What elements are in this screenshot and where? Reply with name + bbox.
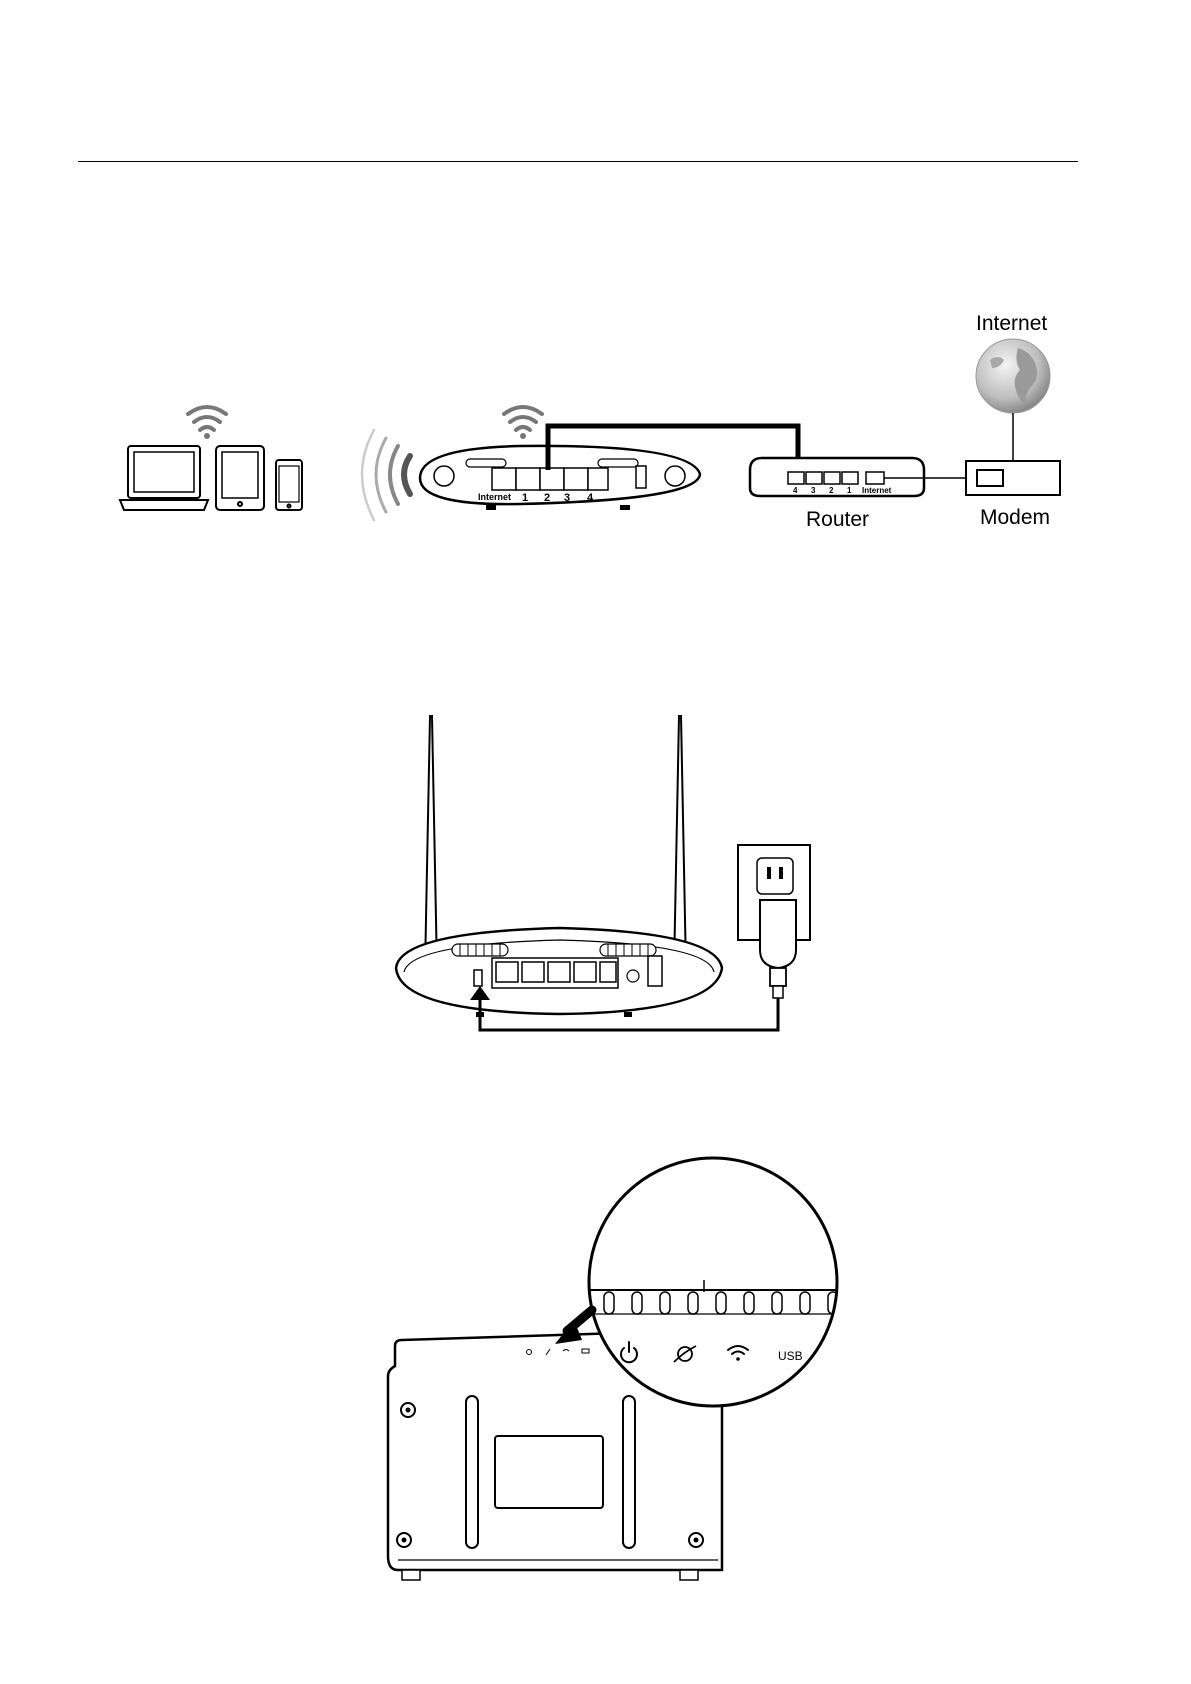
phone-icon	[276, 460, 302, 510]
network-topology-figure: Internet 1 2 3 4 4 3 2 1 Internet	[120, 312, 1060, 531]
modem-device: Modem	[966, 461, 1060, 529]
antenna	[420, 716, 442, 978]
router-label: Router	[806, 508, 869, 531]
power-connection-figure	[396, 716, 810, 1030]
device-internet-port-label: Internet	[478, 492, 511, 502]
device-port-label: 1	[522, 492, 528, 504]
device-port-label: 2	[544, 492, 550, 504]
router-device: 4 3 2 1 Internet Router	[750, 458, 924, 531]
extender-rear-view	[396, 928, 722, 1017]
modem-label: Modem	[980, 506, 1050, 529]
led-indicator-figure: USB	[388, 1158, 860, 1580]
device-port-label: 3	[564, 492, 570, 504]
globe-icon	[976, 339, 1050, 413]
wifi-icon	[188, 407, 226, 439]
router-port-label: 1	[847, 486, 852, 495]
extender-device: Internet 1 2 3 4	[420, 407, 700, 510]
tablet-icon	[216, 446, 264, 510]
router-port-label: 2	[829, 486, 834, 495]
router-port-label: 3	[811, 486, 816, 495]
internet-label: Internet	[976, 312, 1047, 335]
wireless-clients	[120, 446, 302, 510]
router-internet-port-label: Internet	[862, 486, 892, 495]
power-adapter	[760, 900, 796, 998]
lan-ports	[492, 468, 608, 490]
usb-label: USB	[778, 1349, 803, 1363]
router-port-label: 4	[793, 486, 798, 495]
signal-waves-icon	[362, 430, 410, 520]
laptop-icon	[120, 446, 208, 510]
internet-globe: Internet	[976, 312, 1050, 461]
wifi-icon	[504, 407, 542, 439]
device-port-label: 4	[587, 492, 594, 504]
